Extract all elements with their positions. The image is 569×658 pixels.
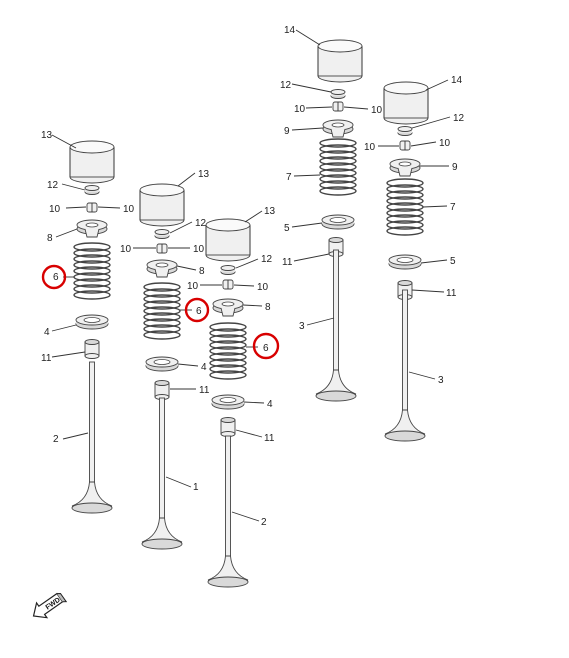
label-12: 12 [195, 218, 207, 229]
label-13: 13 [264, 206, 276, 217]
label-1: 1 [193, 482, 199, 493]
label-10: 10 [439, 138, 451, 149]
label-4: 4 [201, 362, 207, 373]
label-13: 13 [198, 169, 210, 180]
label-7: 7 [450, 202, 456, 213]
valve-assembly-b [139, 183, 185, 550]
label-9: 9 [284, 126, 290, 137]
label-8: 8 [265, 302, 271, 313]
leader-lines [51, 29, 451, 522]
label-10: 10 [364, 142, 376, 153]
highlight-circles [41, 264, 280, 360]
label-5: 5 [450, 256, 456, 267]
label-10: 10 [193, 244, 205, 255]
label-10: 10 [123, 204, 135, 215]
label-10: 10 [371, 105, 383, 116]
highlight-circle-6-b [184, 297, 210, 323]
label-8: 8 [47, 233, 53, 244]
label-12: 12 [280, 80, 292, 91]
label-11: 11 [41, 353, 52, 364]
label-12: 12 [261, 254, 273, 265]
label-10: 10 [49, 204, 61, 215]
label-10: 10 [294, 104, 306, 115]
label-14: 14 [451, 75, 463, 86]
label-13: 13 [41, 130, 53, 141]
fwd-arrow-icon: FWD [32, 592, 68, 619]
valve-assembly-c [205, 218, 251, 588]
valve-assembly-e [383, 81, 429, 442]
label-10: 10 [257, 282, 269, 293]
label-8: 8 [199, 266, 205, 277]
label-4: 4 [267, 399, 273, 410]
label-4: 4 [44, 327, 50, 338]
label-3: 3 [438, 375, 444, 386]
label-11: 11 [446, 288, 457, 299]
label-11: 11 [264, 433, 275, 444]
highlight-circle-6-a [41, 264, 67, 290]
label-3: 3 [299, 321, 305, 332]
label-6: 6 [53, 272, 59, 283]
fwd-label: FWD [45, 597, 62, 612]
label-10: 10 [120, 244, 132, 255]
label-9: 9 [452, 162, 458, 173]
label-14: 14 [284, 25, 296, 36]
valve-assembly-a [69, 140, 115, 514]
label-11: 11 [199, 385, 210, 396]
valve-assembly-d [315, 39, 363, 402]
part-numbers: 13 12 10 10 8 6 4 11 2 13 12 10 10 8 6 4… [41, 25, 465, 528]
highlight-circle-6-c [252, 332, 280, 360]
label-11: 11 [282, 257, 293, 268]
label-12: 12 [47, 180, 59, 191]
label-12: 12 [453, 113, 465, 124]
label-5: 5 [284, 223, 290, 234]
label-7: 7 [286, 172, 292, 183]
label-2: 2 [53, 434, 59, 445]
label-2: 2 [261, 517, 267, 528]
label-10: 10 [187, 281, 199, 292]
label-6: 6 [196, 306, 202, 317]
label-6: 6 [263, 343, 269, 354]
